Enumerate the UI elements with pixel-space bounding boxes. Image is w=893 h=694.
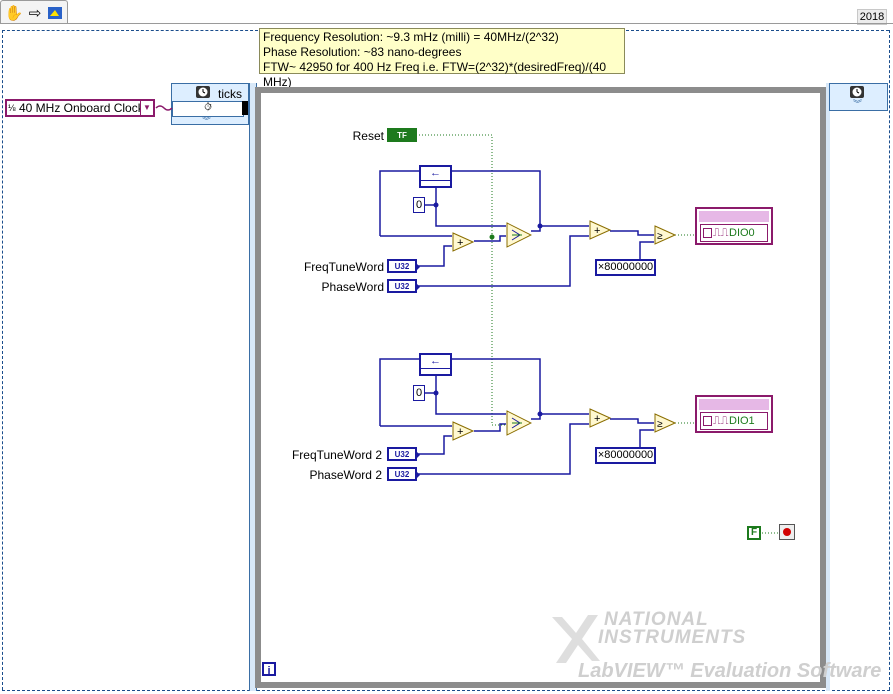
zero-constant-2[interactable]: 0	[413, 385, 425, 401]
freq-tune-word-2-label: FreqTuneWord 2	[291, 448, 382, 462]
phase-word-label: PhaseWord	[321, 280, 384, 294]
tool-palette-tab: ✋ ⇨	[0, 0, 68, 24]
hand-tool-icon[interactable]: ✋	[4, 5, 24, 22]
comment-note[interactable]: Frequency Resolution: ~9.3 mHz (milli) =…	[259, 28, 625, 89]
timed-loop-right-border	[826, 83, 830, 691]
add-node-2[interactable]: +	[452, 421, 474, 441]
clock-constant[interactable]: ⅛ 40 MHz Onboard Clock ▼	[5, 99, 155, 117]
reset-terminal[interactable]: TF	[387, 128, 417, 142]
clock-dial-icon-output	[850, 86, 864, 98]
select-node-2[interactable]	[506, 410, 532, 436]
io-port-icon	[703, 416, 712, 426]
ticks-label: ticks	[218, 87, 242, 101]
arrow-tool-icon[interactable]: ⇨	[28, 5, 42, 22]
feedback-node-1[interactable]: ←	[419, 165, 452, 188]
ni-eagle-logo-icon	[552, 615, 600, 663]
false-constant[interactable]: F	[747, 526, 761, 540]
timed-loop-input-node[interactable]: ticks ⏱̷ ︾	[171, 83, 249, 126]
io-port-icon	[703, 228, 712, 238]
svg-text:≥: ≥	[657, 419, 663, 430]
select-node-1[interactable]	[506, 222, 532, 248]
reset-label: Reset	[352, 129, 384, 143]
while-loop-frame[interactable]	[255, 87, 826, 688]
expand-chevron-icon-output[interactable]: ︾	[853, 99, 863, 109]
clock-source-terminal[interactable]: ⏱̷	[172, 101, 244, 117]
brand-line-1: NATIONAL	[604, 609, 709, 630]
svg-text:+: +	[457, 426, 463, 438]
toolbar: ✋ ⇨ 2018	[0, 0, 893, 25]
threshold-constant-1[interactable]: ×80000000	[595, 259, 656, 276]
diagram-frame-top-left	[2, 30, 258, 31]
freq-tune-word-terminal[interactable]: U32	[387, 259, 420, 273]
arrow-left-icon: ←	[430, 167, 441, 179]
add-node-3[interactable]: +	[589, 220, 611, 240]
phase-word-2-label: PhaseWord 2	[309, 468, 383, 482]
dio0-label: DIO0	[729, 227, 755, 239]
greater-equal-node-2[interactable]: ≥	[654, 413, 676, 433]
zero-constant-1[interactable]: 0	[413, 197, 425, 213]
comment-line-2: Phase Resolution: ~83 nano-degrees	[263, 45, 462, 59]
timed-loop-output-node[interactable]: ︾	[829, 83, 888, 111]
greater-equal-node-1[interactable]: ≥	[654, 225, 676, 245]
toolbar-divider	[0, 23, 893, 24]
svg-text:+: +	[594, 413, 600, 425]
ni-watermark: NATIONAL INSTRUMENTS LabVIEW™ Evaluation…	[548, 605, 888, 691]
waveform-icon: ⎍⎍	[713, 227, 729, 239]
terminal-end	[242, 101, 248, 115]
comment-line-1: Frequency Resolution: ~9.3 mHz (milli) =…	[263, 30, 559, 44]
dio1-output-node[interactable]: ⎍⎍ DIO1	[695, 395, 773, 433]
brand-line-2: INSTRUMENTS	[598, 627, 747, 648]
product-name: LabVIEW™ Evaluation Software	[578, 660, 882, 682]
run-icon[interactable]	[46, 4, 64, 22]
diagram-frame-left	[2, 30, 3, 690]
u32-type-label: U32	[394, 282, 410, 291]
svg-text:+: +	[594, 225, 600, 237]
comment-line-3: FTW~ 42950 for 400 Hz Freq i.e. FTW=(2^3…	[263, 60, 607, 89]
clock-label: 40 MHz Onboard Clock	[19, 101, 144, 115]
feedback-node-2[interactable]: ←	[419, 353, 452, 376]
stop-terminal-icon[interactable]	[779, 524, 795, 540]
version-label: 2018	[857, 9, 887, 25]
freq-tune-word-label: FreqTuneWord	[303, 260, 384, 274]
u32-type-label: U32	[394, 262, 410, 271]
clock-icon: ⅛	[8, 103, 16, 113]
expand-chevron-icon[interactable]: ︾	[202, 116, 212, 126]
dio1-label: DIO1	[729, 415, 755, 427]
u32-type-label: U32	[394, 450, 410, 459]
dio0-output-node[interactable]: ⎍⎍ DIO0	[695, 207, 773, 245]
clock-dial-icon	[196, 86, 210, 98]
add-node-4[interactable]: +	[589, 408, 611, 428]
info-icon[interactable]: i	[262, 662, 276, 677]
diagram-frame-bottom	[2, 690, 890, 691]
diagram-frame-top-right	[626, 30, 889, 31]
diagram-frame-right	[889, 30, 890, 690]
u32-type-label: U32	[394, 470, 410, 479]
phase-word-terminal[interactable]: U32	[387, 279, 420, 293]
arrow-left-icon: ←	[430, 355, 441, 367]
svg-text:≥: ≥	[657, 231, 663, 242]
threshold-constant-2[interactable]: ×80000000	[595, 447, 656, 464]
svg-text:+: +	[457, 237, 463, 249]
dropdown-arrow-icon[interactable]: ▼	[140, 101, 153, 115]
freq-tune-word-2-terminal[interactable]: U32	[387, 447, 420, 461]
phase-word-2-terminal[interactable]: U32	[387, 467, 420, 481]
waveform-icon: ⎍⎍	[713, 415, 729, 427]
add-node-1[interactable]: +	[452, 232, 474, 252]
